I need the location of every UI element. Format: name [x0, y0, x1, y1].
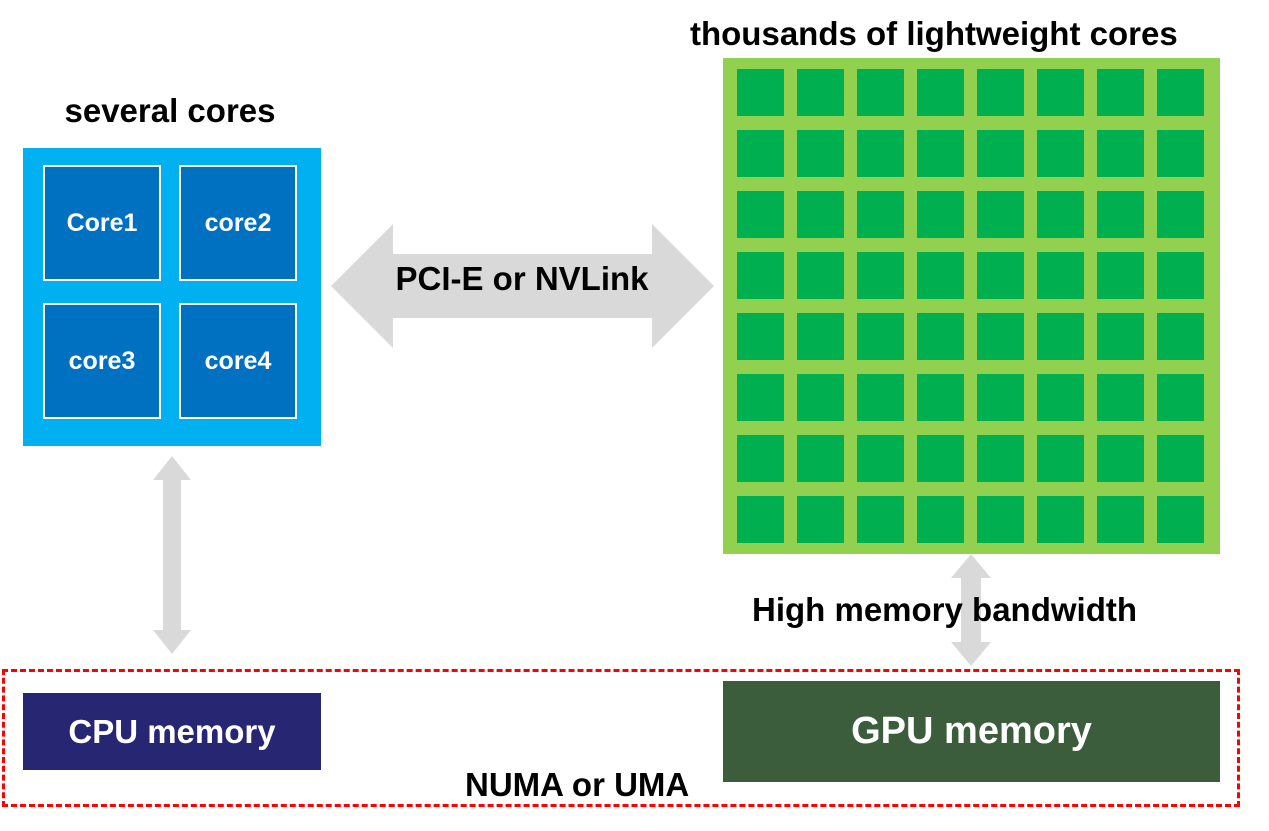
gpu-core: [977, 191, 1024, 238]
gpu-core: [1157, 191, 1204, 238]
gpu-core: [857, 496, 904, 543]
numa-uma-label: NUMA or UMA: [465, 766, 690, 803]
gpu-core: [1037, 130, 1084, 177]
gpu-core: [857, 374, 904, 421]
gpu-core: [1037, 313, 1084, 360]
gpu-core: [857, 252, 904, 299]
cpu-core-3: core3: [43, 303, 161, 419]
gpu-core: [737, 69, 784, 116]
gpu-core: [917, 191, 964, 238]
gpu-core: [1157, 313, 1204, 360]
gpu-core: [797, 496, 844, 543]
gpu-core: [797, 374, 844, 421]
gpu-core: [977, 496, 1024, 543]
gpu-core: [1097, 69, 1144, 116]
gpu-core: [797, 130, 844, 177]
gpu-core: [1037, 496, 1084, 543]
gpu-core: [1037, 374, 1084, 421]
gpu-core: [737, 496, 784, 543]
gpu-core: [737, 130, 784, 177]
gpu-core: [917, 435, 964, 482]
gpu-core: [977, 130, 1024, 177]
gpu-core: [1097, 252, 1144, 299]
gpu-core: [1097, 435, 1144, 482]
gpu-core: [797, 313, 844, 360]
gpu-core: [737, 374, 784, 421]
bandwidth-label: High memory bandwidth: [752, 591, 1138, 628]
gpu-core: [917, 252, 964, 299]
gpu-core: [977, 313, 1024, 360]
gpu-core: [1157, 496, 1204, 543]
gpu-core: [737, 435, 784, 482]
cpu-title: several cores: [64, 92, 276, 129]
cpu-core-4: core4: [179, 303, 297, 419]
gpu-core: [857, 313, 904, 360]
gpu-core: [1097, 191, 1144, 238]
gpu-core: [917, 69, 964, 116]
gpu-core: [737, 313, 784, 360]
cpu-block: Core1 core2 core3 core4: [23, 148, 321, 446]
gpu-core: [857, 435, 904, 482]
gpu-core: [917, 496, 964, 543]
gpu-core: [797, 435, 844, 482]
gpu-core: [1037, 191, 1084, 238]
gpu-memory-block: GPU memory: [723, 681, 1220, 782]
pcie-double-arrow: [331, 224, 714, 348]
cpu-memory-arrow: [153, 456, 191, 654]
gpu-core: [917, 130, 964, 177]
interconnect-label: PCI-E or NVLink: [395, 260, 649, 297]
gpu-core: [737, 191, 784, 238]
gpu-core: [1157, 374, 1204, 421]
gpu-core: [857, 69, 904, 116]
gpu-core: [797, 191, 844, 238]
gpu-core: [1097, 496, 1144, 543]
gpu-core: [1097, 130, 1144, 177]
gpu-core: [1037, 435, 1084, 482]
gpu-title: thousands of lightweight cores: [690, 15, 1178, 52]
gpu-core-grid: [737, 69, 1204, 543]
gpu-core: [1157, 69, 1204, 116]
cpu-core-1: Core1: [43, 165, 161, 281]
gpu-block: [723, 58, 1220, 554]
gpu-core: [977, 435, 1024, 482]
gpu-core: [1037, 69, 1084, 116]
gpu-core: [1097, 313, 1144, 360]
gpu-core: [797, 252, 844, 299]
gpu-core: [977, 252, 1024, 299]
gpu-core: [1157, 252, 1204, 299]
gpu-core: [917, 374, 964, 421]
gpu-core: [977, 69, 1024, 116]
numa-uma-boundary: [2, 669, 1240, 807]
gpu-core: [1157, 130, 1204, 177]
gpu-core: [1037, 252, 1084, 299]
gpu-memory-arrow: [951, 554, 991, 666]
gpu-core: [1097, 374, 1144, 421]
cpu-core-2: core2: [179, 165, 297, 281]
gpu-core: [737, 252, 784, 299]
gpu-core: [857, 130, 904, 177]
gpu-core: [917, 313, 964, 360]
gpu-core: [1157, 435, 1204, 482]
gpu-core: [797, 69, 844, 116]
gpu-core: [977, 374, 1024, 421]
cpu-memory-block: CPU memory: [23, 693, 321, 770]
gpu-core: [857, 191, 904, 238]
